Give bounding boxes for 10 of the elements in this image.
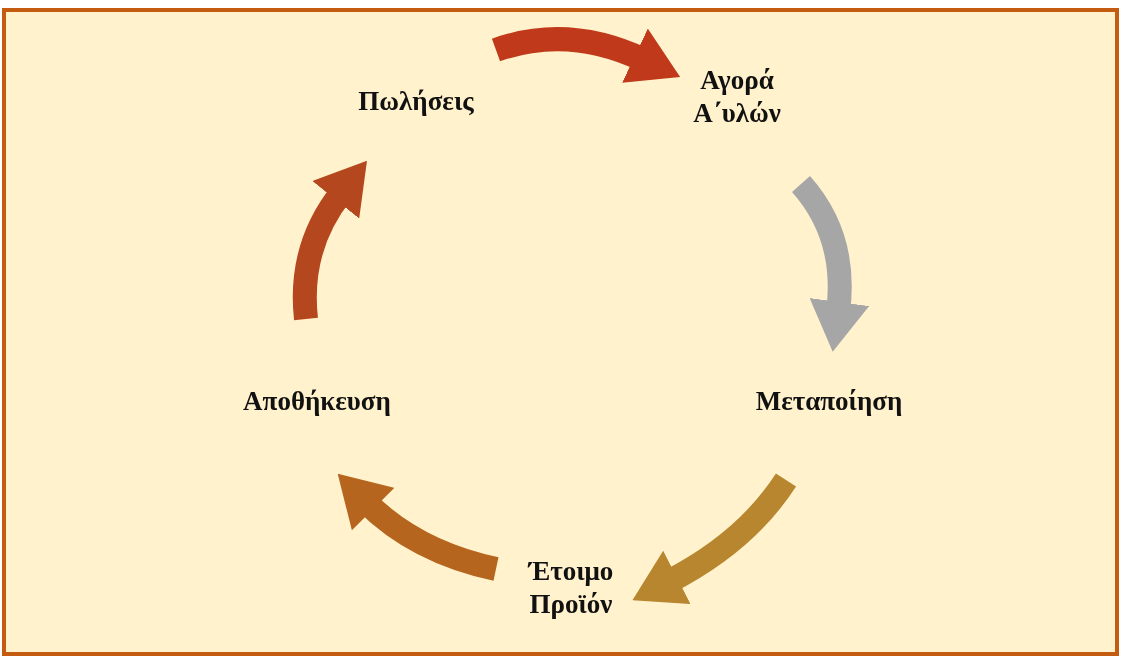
curved-arrow bbox=[632, 473, 796, 604]
curved-arrow bbox=[492, 27, 681, 84]
step-label: Αποθήκευση bbox=[242, 384, 392, 418]
step-label: Πωλήσεις bbox=[357, 84, 475, 118]
step-label: Μεταποίηση bbox=[754, 384, 904, 418]
step-label: Αγορά Α΄υλών bbox=[692, 64, 782, 130]
curved-arrow bbox=[337, 474, 499, 581]
curved-arrow bbox=[292, 160, 366, 320]
step-label: Έτοιμο Προϊόν bbox=[526, 555, 615, 621]
curved-arrow bbox=[791, 176, 869, 352]
